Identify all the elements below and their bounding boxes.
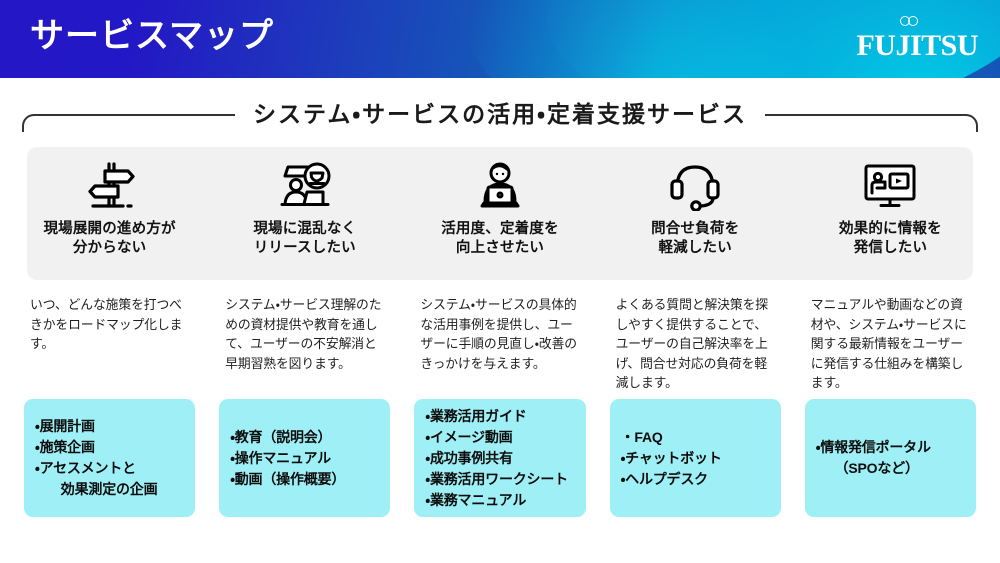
service-column-5: 効果的に情報を 発信したい マニュアルや動画などの資材や、システム・サービスに関… — [795, 147, 986, 537]
list-item-text: チャットボット — [625, 449, 722, 466]
signpost-icon — [79, 159, 141, 213]
bullet-icon: ・ — [35, 439, 40, 455]
column-box-wrap-5: ・情報発信ポータル （SPOなど） — [804, 399, 976, 517]
column-header-3: 活用度、定着度を 向上させたい — [404, 147, 595, 280]
service-items-box-2: ・教育（説明会） ・操作マニュアル ・動画（操作概要） — [219, 399, 391, 517]
service-items-list-4: ・FAQ ・チャットボット ・ヘルプデスク — [621, 427, 772, 490]
monitor-video-icon — [859, 159, 921, 213]
list-item: ・業務活用ガイド — [425, 406, 576, 427]
column-header-5: 効果的に情報を 発信したい — [795, 147, 986, 280]
service-items-box-4: ・FAQ ・チャットボット ・ヘルプデスク — [609, 399, 781, 517]
list-item: ・アセスメントと 効果測定の企画 — [35, 458, 186, 500]
list-item: ・展開計画 — [35, 416, 186, 437]
bullet-icon: ・ — [425, 491, 430, 508]
column-title-4: 問合せ負荷を 軽減したい — [651, 221, 740, 256]
bullet-icon: ・ — [35, 460, 40, 476]
column-box-wrap-3: ・業務活用ガイド ・イメージ動画 ・成功事例共有 ・業務活用ワークシート ・業務… — [414, 399, 586, 517]
section-header: システム・サービスの活用・定着支援サービス — [0, 92, 1000, 140]
service-items-list-1: ・展開計画 ・施策企画 ・アセスメントと 効果測定の企画 — [35, 416, 186, 500]
list-item: ・チャットボット — [621, 448, 772, 469]
section-title: システム・サービスの活用・定着支援サービス — [0, 92, 1000, 136]
service-items-list-2: ・教育（説明会） ・操作マニュアル ・動画（操作概要） — [230, 427, 381, 490]
list-item-text: イメージ動画 — [429, 428, 513, 445]
service-columns: 現場展開の進め方が 分からない いつ、どんな施策を打つべきかをロードマップ化しま… — [14, 147, 986, 537]
column-description-4: よくある質問と解決策を探しやすく提供することで、ユーザーの自己解決率を上げ、問合… — [615, 297, 768, 390]
bullet-icon: ・ — [425, 470, 430, 487]
service-items-list-3: ・業務活用ガイド ・イメージ動画 ・成功事例共有 ・業務活用ワークシート ・業務… — [425, 406, 576, 511]
list-item-text: 施策企画 — [39, 439, 95, 455]
section-title-text: システム・サービスの活用・定着支援サービス — [235, 101, 765, 127]
column-header-4: 問合せ負荷を 軽減したい — [600, 147, 791, 280]
bullet-icon: ・ — [425, 407, 430, 424]
header-swoosh-secondary-decoration — [460, 0, 880, 78]
list-item-text: 業務マニュアル — [429, 491, 527, 508]
list-item: ・業務マニュアル — [425, 490, 576, 511]
list-item: ・動画（操作概要） — [230, 469, 381, 490]
list-item-text: 動画（操作概要） — [234, 470, 346, 487]
column-box-wrap-1: ・展開計画 ・施策企画 ・アセスメントと 効果測定の企画 — [24, 399, 196, 517]
column-box-wrap-2: ・教育（説明会） ・操作マニュアル ・動画（操作概要） — [219, 399, 391, 517]
list-item: ・FAQ — [621, 427, 772, 448]
bullet-icon: ・ — [230, 449, 235, 466]
column-description-2: システム・サービス理解のための資材提供や教育を通して、ユーザーの不安解消と早期習… — [225, 297, 382, 371]
list-item-text: 成功事例共有 — [429, 449, 513, 466]
service-items-list-5: ・情報発信ポータル （SPOなど） — [816, 437, 967, 479]
column-title-3: 活用度、定着度を 向上させたい — [441, 221, 559, 256]
service-items-box-1: ・展開計画 ・施策企画 ・アセスメントと 効果測定の企画 — [24, 399, 196, 517]
column-title-1: 現場展開の進め方が 分からない — [43, 221, 176, 256]
page-title: サービスマップ — [30, 17, 274, 55]
bullet-icon: ・ — [815, 439, 821, 455]
fujitsu-logo-text: FUJITSU — [856, 29, 978, 62]
fujitsu-logo: FUJITSU — [838, 16, 979, 62]
list-item: ・業務活用ワークシート — [425, 469, 576, 490]
service-column-1: 現場展開の進め方が 分からない いつ、どんな施策を打つべきかをロードマップ化しま… — [14, 147, 205, 537]
bullet-icon: ・ — [425, 449, 430, 466]
page-header: サービスマップ FUJITSU — [0, 0, 1000, 78]
headset-icon — [664, 159, 726, 213]
column-title-2: 現場に混乱なく リリースしたい — [253, 221, 357, 256]
column-description-1: いつ、どんな施策を打つべきかをロードマップ化します。 — [30, 297, 183, 351]
bullet-icon: ・ — [620, 470, 626, 487]
bullet-icon: ・ — [620, 428, 635, 445]
bullet-icon: ・ — [35, 418, 40, 434]
list-item: ・操作マニュアル — [230, 448, 381, 469]
list-item: ・施策企画 — [35, 437, 186, 458]
list-item-text: アセスメントと 効果測定の企画 — [39, 460, 158, 497]
list-item-text: 操作マニュアル — [234, 449, 331, 466]
column-description-3: システム・サービスの具体的な活用事例を提供し、ユーザーに手順の見直し・改善のきっ… — [420, 297, 578, 371]
list-item: ・イメージ動画 — [425, 427, 576, 448]
list-item: ・ヘルプデスク — [621, 469, 772, 490]
list-item-text: FAQ — [634, 428, 663, 445]
list-item-text: 教育（説明会） — [234, 428, 332, 445]
service-column-2: 現場に混乱なく リリースしたい システム・サービス理解のための資材提供や教育を通… — [209, 147, 400, 537]
fujitsu-infinity-mark-icon — [900, 16, 922, 29]
bullet-icon: ・ — [425, 428, 430, 445]
service-items-box-5: ・情報発信ポータル （SPOなど） — [804, 399, 976, 517]
list-item: ・成功事例共有 — [425, 448, 576, 469]
column-header-1: 現場展開の進め方が 分からない — [14, 147, 205, 280]
list-item: ・情報発信ポータル （SPOなど） — [816, 437, 967, 479]
column-header-2: 現場に混乱なく リリースしたい — [209, 147, 400, 280]
column-description-5: マニュアルや動画などの資材や、システム・サービスに関する最新情報をユーザーに発信… — [810, 297, 967, 390]
service-items-box-3: ・業務活用ガイド ・イメージ動画 ・成功事例共有 ・業務活用ワークシート ・業務… — [414, 399, 586, 517]
list-item-text: 業務活用ガイド — [429, 407, 527, 424]
bullet-icon: ・ — [230, 428, 235, 445]
bullet-icon: ・ — [620, 449, 626, 466]
column-title-5: 効果的に情報を 発信したい — [838, 221, 942, 256]
list-item-text: ヘルプデスク — [625, 470, 708, 487]
service-column-4: 問合せ負荷を 軽減したい よくある質問と解決策を探しやすく提供することで、ユーザ… — [600, 147, 791, 537]
service-column-3: 活用度、定着度を 向上させたい システム・サービスの具体的な活用事例を提供し、ユ… — [404, 147, 595, 537]
list-item-text: 展開計画 — [39, 418, 95, 434]
list-item: ・教育（説明会） — [230, 427, 381, 448]
column-box-wrap-4: ・FAQ ・チャットボット ・ヘルプデスク — [609, 399, 781, 517]
list-item-text: 情報発信ポータル （SPOなど） — [820, 439, 931, 476]
list-item-text: 業務活用ワークシート — [429, 470, 568, 487]
person-desk-coffee-icon — [274, 159, 336, 213]
person-laptop-icon — [469, 159, 531, 213]
bullet-icon: ・ — [230, 470, 235, 487]
